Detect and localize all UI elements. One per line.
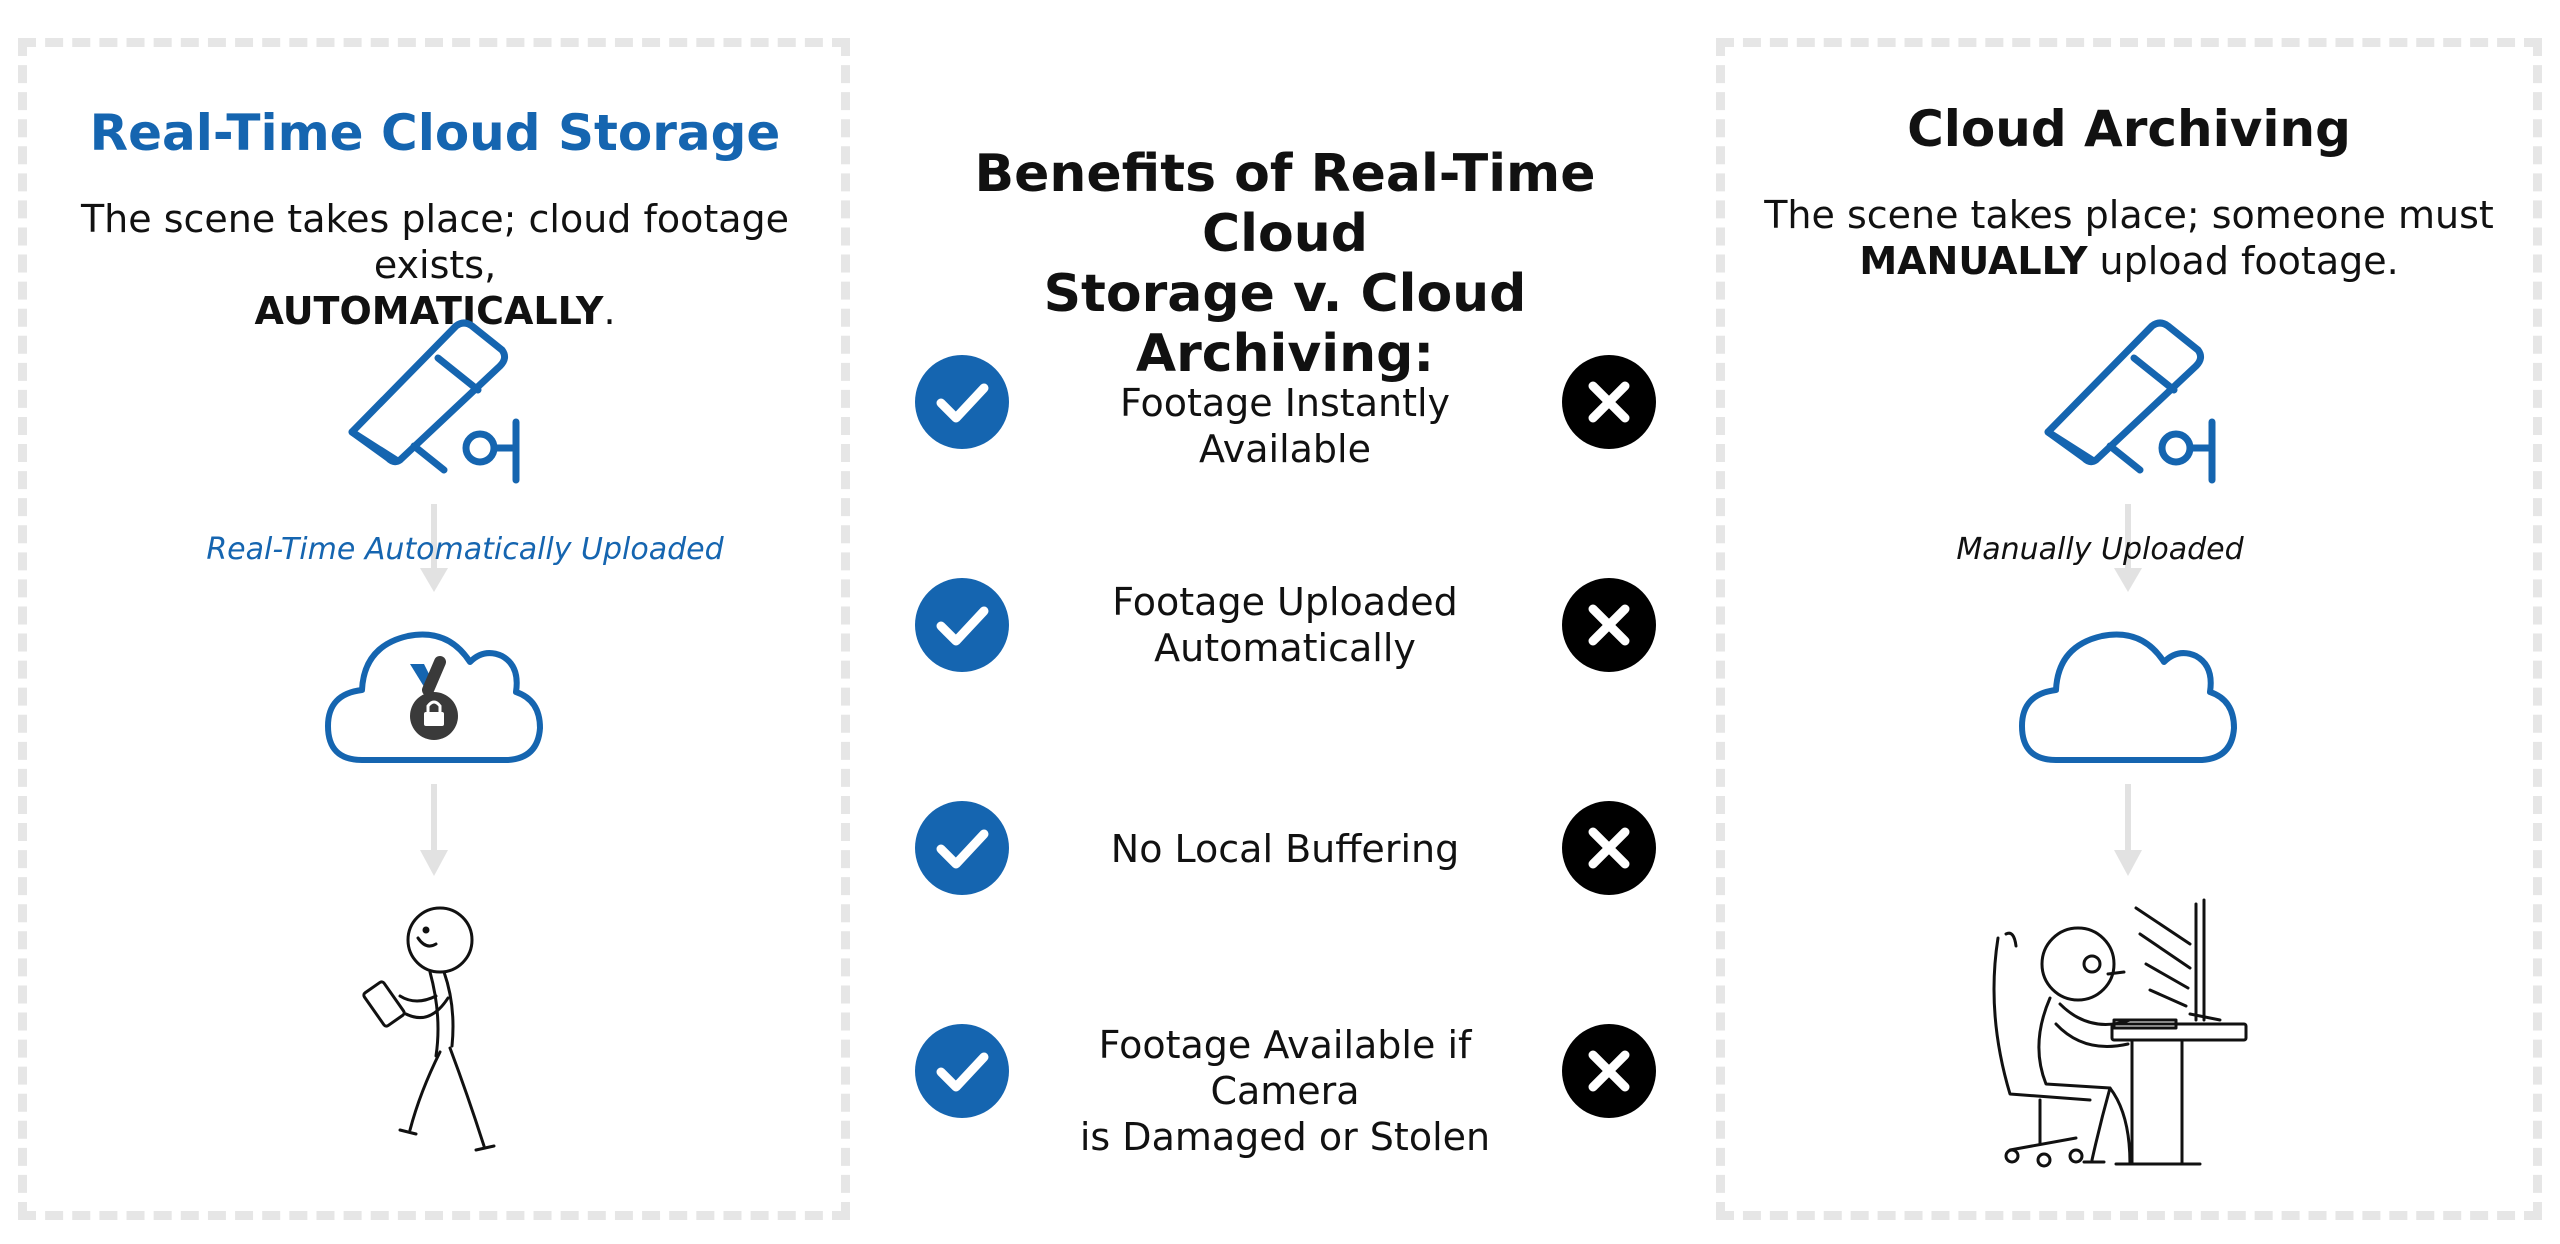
- benefit-row-1: Footage Instantly Available: [1030, 380, 1540, 472]
- security-camera-icon: [2044, 319, 2216, 484]
- left-panel-title: Real-Time Cloud Storage: [89, 104, 781, 162]
- right-description-line1: The scene takes place; someone must: [1764, 193, 2494, 237]
- left-panel-frame: [18, 38, 850, 1220]
- cross-icon: [1562, 801, 1656, 895]
- left-description-line1: The scene takes place; cloud footage exi…: [80, 197, 790, 287]
- benefit-row-4-line1: Footage Available if Camera: [1098, 1023, 1472, 1113]
- down-arrow-icon: [2114, 504, 2142, 592]
- benefit-row-2: Footage Uploaded Automatically: [1030, 579, 1540, 671]
- security-camera-icon: [348, 319, 520, 484]
- down-arrow-icon: [2114, 784, 2142, 876]
- benefit-row-2-line1: Footage Uploaded: [1112, 580, 1458, 624]
- cross-icon: [1562, 355, 1656, 449]
- check-icon: [915, 355, 1009, 449]
- person-walking-phone-icon: [362, 906, 496, 1152]
- down-arrow-icon: [420, 504, 448, 592]
- down-arrow-icon: [420, 784, 448, 876]
- left-description-line2: AUTOMATICALLY.: [30, 288, 840, 334]
- benefit-row-4-line2: is Damaged or Stolen: [1079, 1115, 1491, 1159]
- cross-icon: [1562, 1024, 1656, 1118]
- right-panel-title: Cloud Archiving: [1907, 100, 2351, 158]
- center-title-line1: Benefits of Real-Time Cloud: [974, 144, 1596, 264]
- check-icon: [915, 578, 1009, 672]
- benefit-row-2-line2: Automatically: [1154, 626, 1416, 670]
- center-title-line2: Storage v. Cloud Archiving:: [1043, 264, 1527, 384]
- right-description-line2: MANUALLY upload footage.: [1726, 238, 2532, 284]
- check-icon: [915, 1024, 1009, 1118]
- benefit-row-1-line1: Footage Instantly Available: [1119, 381, 1451, 471]
- right-description: The scene takes place; someone must MANU…: [1726, 192, 2532, 284]
- left-description-end: .: [603, 289, 616, 333]
- right-upload-label: Manually Uploaded: [1956, 532, 2244, 567]
- left-upload-label: Real-Time Automatically Uploaded: [206, 532, 724, 567]
- benefit-row-3: No Local Buffering: [1030, 826, 1540, 872]
- left-description-bold: AUTOMATICALLY: [254, 289, 604, 333]
- check-icon: [915, 801, 1009, 895]
- benefit-row-3-line1: No Local Buffering: [1110, 827, 1460, 871]
- center-title: Benefits of Real-Time Cloud Storage v. C…: [890, 144, 1680, 384]
- right-description-bold: MANUALLY: [1859, 239, 2088, 283]
- right-description-end: upload footage.: [2087, 239, 2399, 283]
- cloud-icon: [2019, 631, 2237, 763]
- cross-icon: [1562, 578, 1656, 672]
- left-description: The scene takes place; cloud footage exi…: [30, 196, 840, 334]
- right-panel-frame: [1716, 38, 2542, 1220]
- benefit-row-4: Footage Available if Camera is Damaged o…: [1020, 1022, 1550, 1160]
- person-at-computer-icon: [1992, 898, 2248, 1168]
- cloud-lock-logo-icon: [325, 631, 543, 763]
